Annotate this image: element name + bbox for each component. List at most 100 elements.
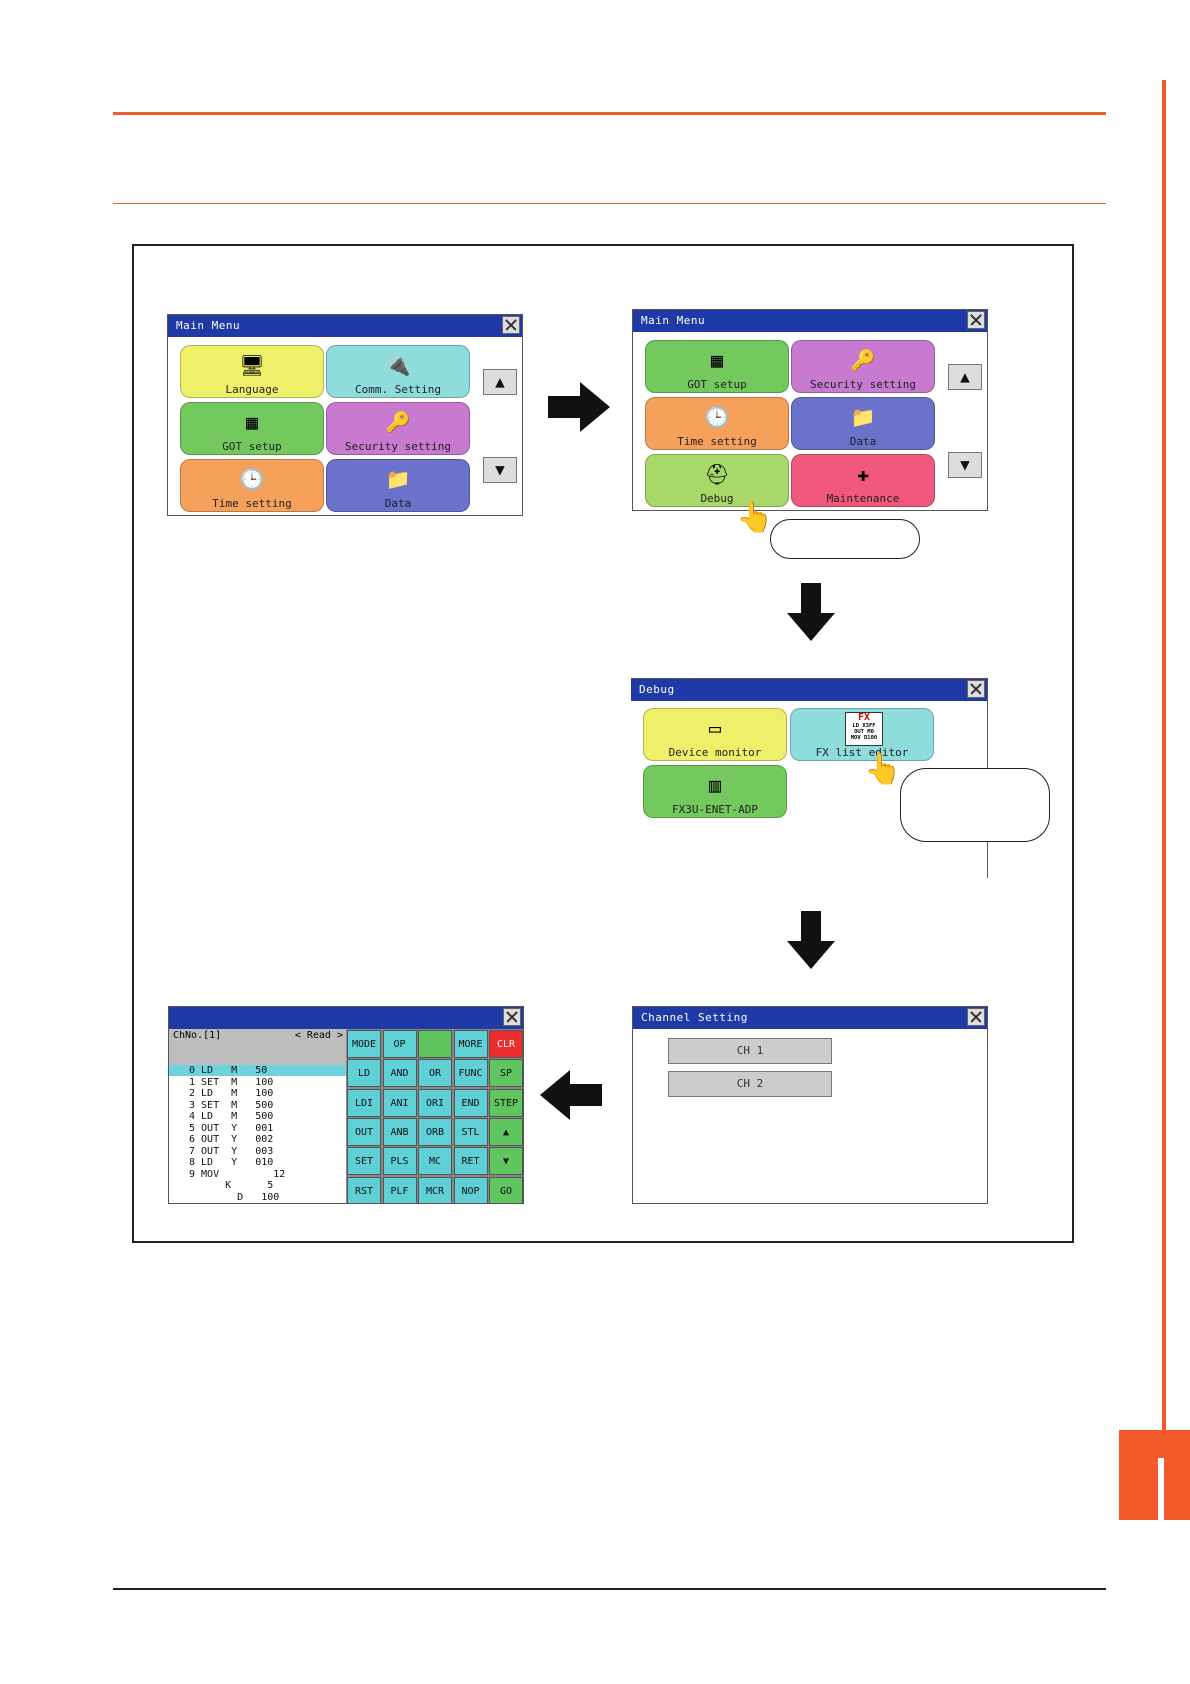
tile-maintenance[interactable]: ✚ Maintenance: [791, 454, 935, 507]
tile-label: Security setting: [810, 378, 916, 391]
comm-setting-icon: 🔌: [385, 353, 411, 377]
tile-language[interactable]: 🖥 Language: [180, 345, 324, 398]
mode-label: < Read >: [294, 1030, 343, 1041]
tile-security-setting[interactable]: 🔑 Security setting: [326, 402, 470, 455]
ch1-button[interactable]: CH 1: [668, 1038, 832, 1064]
got-setup-icon: ▦: [710, 348, 724, 372]
tile-time-setting[interactable]: 🕒 Time setting: [645, 397, 789, 450]
main-menu-window-2: Main Menu ▦ GOT setup 🔑 Security setting…: [632, 309, 988, 511]
close-icon[interactable]: [967, 1008, 985, 1026]
chapter-tab: [1119, 1430, 1190, 1520]
key-icon: 🔑: [385, 410, 411, 434]
key-button[interactable]: LDI: [347, 1088, 381, 1117]
list-header: [169, 1029, 346, 1065]
chapter-tab-notch: [1158, 1458, 1164, 1520]
language-icon: 🖥: [239, 353, 265, 377]
key-button[interactable]: MC: [418, 1147, 452, 1176]
tile-label: Language: [225, 383, 279, 396]
program-row[interactable]: 1 SET M 100: [189, 1076, 274, 1088]
window-title: Channel Setting: [633, 1007, 987, 1029]
key-button[interactable]: NOP: [453, 1176, 488, 1203]
key-button[interactable]: END: [453, 1088, 488, 1117]
tile-time-setting[interactable]: 🕒 Time setting: [180, 459, 324, 512]
window-title: Main Menu: [168, 315, 522, 337]
close-icon[interactable]: [967, 680, 985, 698]
key-button[interactable]: OP: [382, 1030, 417, 1058]
key-button[interactable]: OUT: [347, 1117, 381, 1146]
program-row[interactable]: D 100: [189, 1191, 280, 1203]
close-icon[interactable]: [503, 1008, 521, 1026]
header-rule-bottom: [113, 203, 1106, 204]
folder-icon: 📁: [385, 467, 411, 491]
tile-comm-setting[interactable]: 🔌 Comm. Setting: [326, 345, 470, 398]
tile-debug[interactable]: ⛑ Debug: [645, 454, 789, 507]
program-row[interactable]: 2 LD M 100: [189, 1088, 274, 1099]
fx-icon-title: FX: [857, 712, 871, 723]
key-button[interactable]: PLS: [382, 1147, 417, 1176]
close-icon[interactable]: [967, 311, 985, 329]
key-button[interactable]: MORE: [453, 1030, 488, 1058]
program-row[interactable]: 0 LD M 50: [189, 1065, 268, 1076]
key-button[interactable]: RST: [347, 1176, 381, 1203]
key-button[interactable]: AND: [382, 1059, 417, 1088]
key-button[interactable]: ANI: [382, 1088, 417, 1117]
main-menu-window-1: Main Menu 🖥 Language 🔌 Comm. Setting ▦ G…: [167, 314, 523, 516]
key-button[interactable]: ▲: [489, 1117, 523, 1146]
key-button[interactable]: ORB: [418, 1117, 452, 1146]
key-button[interactable]: ORI: [418, 1088, 452, 1117]
key-button[interactable]: MCR: [418, 1176, 452, 1203]
tile-device-monitor[interactable]: ▭ Device monitor: [643, 708, 787, 761]
tile-fx3u-enet-adp[interactable]: ▥ FX3U-ENET-ADP: [643, 765, 787, 818]
program-row[interactable]: 5 OUT Y 001: [189, 1122, 274, 1134]
arrow-down-icon: [787, 583, 835, 641]
ch2-button[interactable]: CH 2: [668, 1071, 832, 1097]
key-button[interactable]: GO: [489, 1176, 523, 1203]
scroll-up-button[interactable]: ▲: [948, 364, 982, 390]
program-row[interactable]: 9 MOV 12: [189, 1168, 286, 1180]
program-row[interactable]: K 5: [189, 1180, 274, 1191]
tile-security-setting[interactable]: 🔑 Security setting: [791, 340, 935, 393]
channel-setting-window: Channel Setting CH 1 CH 2: [632, 1006, 988, 1204]
tile-data[interactable]: 📁 Data: [326, 459, 470, 512]
tile-fx-list-editor[interactable]: FX LD X3FF OUT M0 MOV D100 FX list edito…: [790, 708, 934, 761]
maintenance-icon: ✚: [856, 462, 870, 486]
tile-label: Time setting: [212, 497, 292, 510]
close-icon[interactable]: [502, 316, 520, 334]
tile-label: FX3U-ENET-ADP: [671, 803, 759, 816]
key-button[interactable]: ▼: [489, 1147, 523, 1176]
key-button[interactable]: ANB: [382, 1117, 417, 1146]
key-button[interactable]: PLF: [382, 1176, 417, 1203]
key-button[interactable]: SET: [347, 1147, 381, 1176]
key-button[interactable]: [418, 1030, 452, 1058]
key-button[interactable]: STL: [453, 1117, 488, 1146]
program-row[interactable]: 3 SET M 500: [189, 1099, 274, 1111]
tile-label: GOT setup: [222, 440, 282, 453]
key-button[interactable]: STEP: [489, 1088, 523, 1117]
figure-frame: [132, 244, 1074, 1243]
program-row[interactable]: 4 LD M 500: [189, 1111, 274, 1122]
scroll-up-button[interactable]: ▲: [483, 369, 517, 395]
clock-icon: 🕒: [704, 405, 730, 429]
key-button[interactable]: CLR: [489, 1030, 523, 1058]
key-button[interactable]: OR: [418, 1059, 452, 1088]
key-button[interactable]: RET: [453, 1147, 488, 1176]
touch-callout-debug: [770, 519, 920, 559]
tile-got-setup[interactable]: ▦ GOT setup: [645, 340, 789, 393]
key-button[interactable]: LD: [347, 1059, 381, 1088]
tile-label: Data: [384, 497, 412, 510]
tile-label: FX list editor: [815, 746, 909, 759]
channel-label: ChNo.[1]: [173, 1030, 222, 1041]
tile-got-setup[interactable]: ▦ GOT setup: [180, 402, 324, 455]
program-row[interactable]: 6 OUT Y 002: [189, 1134, 274, 1145]
scroll-down-button[interactable]: ▼: [483, 457, 517, 483]
program-row[interactable]: 7 OUT Y 003: [189, 1145, 274, 1157]
fx-icon-line: OUT M0: [854, 729, 874, 735]
scroll-down-button[interactable]: ▼: [948, 452, 982, 478]
key-button[interactable]: FUNC: [453, 1059, 488, 1088]
program-row[interactable]: 8 LD Y 010: [189, 1157, 274, 1168]
tile-data[interactable]: 📁 Data: [791, 397, 935, 450]
key-button[interactable]: MODE: [347, 1030, 381, 1058]
window-title: Debug: [631, 679, 987, 701]
key-button[interactable]: SP: [489, 1059, 523, 1088]
